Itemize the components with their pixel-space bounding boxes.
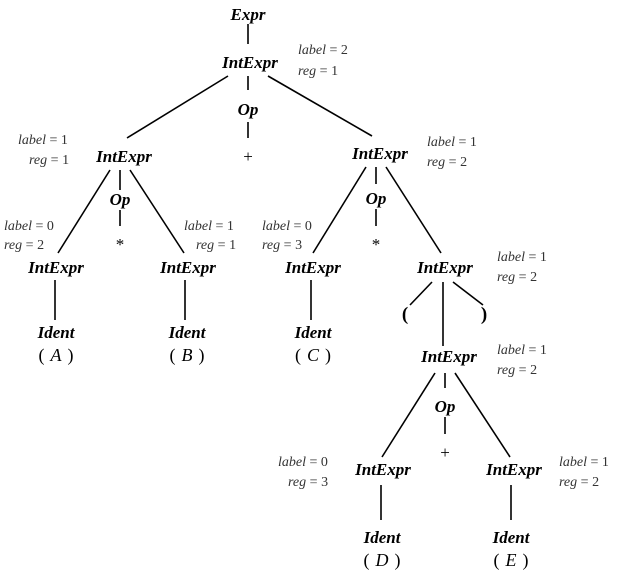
svg-text:reg = 2: reg = 2 — [559, 475, 599, 490]
edge — [126, 75, 229, 139]
plus-terminal-inner: + — [440, 443, 450, 462]
intexpr-node-b: IntExpr — [159, 258, 216, 277]
ident-node-b: Ident — [168, 323, 207, 342]
intexpr-node-left: IntExpr — [95, 147, 152, 166]
annotation-b: label = 1 reg = 1 — [184, 219, 236, 253]
edge — [381, 372, 436, 458]
svg-text:reg = 3: reg = 3 — [262, 238, 302, 253]
edge — [57, 169, 111, 254]
svg-text:label = 1: label = 1 — [427, 135, 477, 150]
svg-text:reg = 1: reg = 1 — [29, 153, 69, 168]
star-terminal-left: * — [116, 235, 125, 254]
edge — [409, 281, 433, 306]
ident-node-d: Ident — [363, 528, 402, 547]
plus-terminal-root: + — [243, 147, 253, 166]
annotation-c: label = 0 reg = 3 — [262, 219, 312, 253]
ident-node-a: Ident — [37, 323, 76, 342]
svg-text:reg = 2: reg = 2 — [497, 270, 537, 285]
annotation-paren: label = 1 reg = 2 — [497, 250, 547, 285]
lparen-terminal: ( — [402, 304, 408, 325]
op-node-right: Op — [366, 189, 387, 208]
var-label-a: (A) — [39, 345, 74, 366]
svg-text:label = 1: label = 1 — [184, 219, 234, 234]
annotation-right: label = 1 reg = 2 — [427, 135, 477, 170]
svg-text:reg = 1: reg = 1 — [196, 238, 236, 253]
annotation-a: label = 0 reg = 2 — [4, 219, 54, 253]
edge — [267, 75, 373, 137]
svg-text:label = 0: label = 0 — [278, 455, 328, 470]
register-annotations: label = 2 reg = 1 label = 1 reg = 1 labe… — [4, 43, 609, 490]
svg-text:reg = 2: reg = 2 — [497, 363, 537, 378]
svg-text:label = 1: label = 1 — [497, 250, 547, 265]
svg-text:label = 2: label = 2 — [298, 43, 348, 58]
edge — [454, 372, 511, 458]
tree-nodes: Expr IntExpr Op + IntExpr Op * IntExpr O… — [27, 5, 542, 571]
annotation-d: label = 0 reg = 3 — [278, 455, 328, 490]
star-terminal-right: * — [372, 235, 381, 254]
intexpr-node-d: IntExpr — [354, 460, 411, 479]
var-label-c: (C) — [295, 345, 331, 366]
tree-edges — [54, 24, 512, 520]
svg-text:reg = 3: reg = 3 — [288, 475, 328, 490]
edge — [385, 166, 442, 254]
annotation-inner: label = 1 reg = 2 — [497, 343, 547, 378]
op-node-left: Op — [110, 190, 131, 209]
svg-text:label = 1: label = 1 — [18, 133, 68, 148]
root-node-expr: Expr — [230, 5, 266, 24]
ident-node-c: Ident — [294, 323, 333, 342]
annotation-left: label = 1 reg = 1 — [18, 133, 69, 168]
var-label-b: (B) — [170, 345, 205, 366]
svg-text:label = 1: label = 1 — [559, 455, 609, 470]
intexpr-node-e: IntExpr — [485, 460, 542, 479]
annotation-e: label = 1 reg = 2 — [559, 455, 609, 490]
rparen-terminal: ) — [481, 304, 487, 325]
svg-text:label = 0: label = 0 — [262, 219, 312, 234]
intexpr-node-inner: IntExpr — [420, 347, 477, 366]
op-node-inner: Op — [435, 397, 456, 416]
svg-text:reg = 2: reg = 2 — [4, 238, 44, 253]
svg-text:reg = 1: reg = 1 — [298, 64, 338, 79]
var-label-d: (D) — [364, 550, 401, 571]
intexpr-node-right: IntExpr — [351, 144, 408, 163]
ident-node-e: Ident — [492, 528, 531, 547]
op-node-root: Op — [238, 100, 259, 119]
intexpr-node-root: IntExpr — [221, 53, 278, 72]
edge — [452, 281, 484, 306]
intexpr-node-a: IntExpr — [27, 258, 84, 277]
edge — [129, 169, 185, 254]
svg-text:label = 1: label = 1 — [497, 343, 547, 358]
svg-text:reg = 2: reg = 2 — [427, 155, 467, 170]
annotation-root: label = 2 reg = 1 — [298, 43, 348, 79]
intexpr-node-c: IntExpr — [284, 258, 341, 277]
var-label-e: (E) — [494, 550, 529, 571]
edge — [312, 166, 367, 254]
intexpr-node-paren: IntExpr — [416, 258, 473, 277]
svg-text:label = 0: label = 0 — [4, 219, 54, 234]
